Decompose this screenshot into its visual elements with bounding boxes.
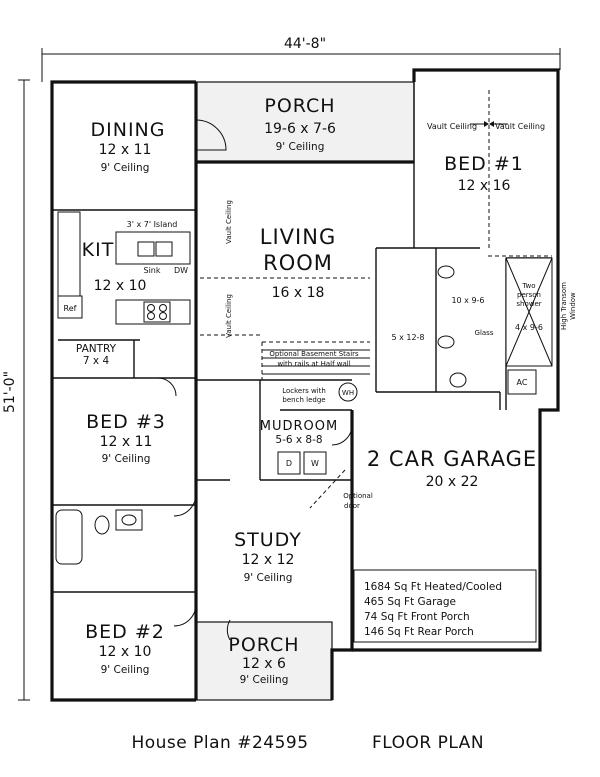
master-sink-icon-2 bbox=[437, 335, 455, 349]
door-swings bbox=[157, 119, 353, 641]
master-sink-icon bbox=[437, 265, 455, 279]
transom-window-line2: Window bbox=[569, 292, 577, 320]
shower-line1: Two bbox=[521, 282, 535, 290]
living-vault-2: Vault Ceiling bbox=[225, 294, 233, 338]
dimension-lines bbox=[18, 48, 561, 701]
shower-size: 4 x 9-6 bbox=[515, 323, 543, 332]
pantry-name: PANTRY bbox=[76, 343, 117, 355]
bed1-vault-left: Vault Ceiling bbox=[427, 122, 477, 131]
kitchen-name: KIT bbox=[82, 239, 115, 261]
mudroom-name: MUDROOM bbox=[260, 419, 338, 434]
bed3-size: 12 x 11 bbox=[100, 434, 153, 450]
living-name-line1: LIVING bbox=[260, 225, 336, 249]
shower-icon bbox=[505, 257, 553, 367]
exterior-walls bbox=[50, 68, 560, 702]
shower-line3: shower bbox=[516, 300, 541, 308]
bathtub-icon bbox=[55, 509, 83, 565]
kitchen-island-label: 3' x 7' Island bbox=[127, 220, 178, 229]
stat-heated: 1684 Sq Ft Heated/Cooled bbox=[364, 581, 502, 593]
transom-window-line1: High Transom bbox=[560, 282, 568, 330]
rear-porch-name: PORCH bbox=[228, 634, 299, 656]
glass-label: Glass bbox=[475, 329, 494, 337]
dryer-icon bbox=[277, 451, 301, 475]
bed1-vault-right: Vault Ceiling bbox=[495, 122, 545, 131]
living-vault-1: Vault Ceiling bbox=[225, 200, 233, 244]
study-name: STUDY bbox=[234, 529, 302, 551]
stairs-line1: Optional Basement Stairs bbox=[269, 350, 359, 358]
sink-basin bbox=[137, 241, 155, 257]
sink-basin-2 bbox=[155, 241, 173, 257]
stair-treads bbox=[262, 349, 370, 375]
living-name-line2: ROOM bbox=[263, 251, 333, 275]
dining-size: 12 x 11 bbox=[99, 142, 152, 158]
kitchen-dw-label: DW bbox=[174, 266, 188, 275]
plan-number: House Plan #24595 bbox=[131, 733, 308, 753]
stairs-line2: with rails at Half wall bbox=[277, 360, 350, 368]
kitchen-sink-label: Sink bbox=[143, 266, 160, 275]
study-ceiling: 9' Ceiling bbox=[244, 572, 293, 584]
bed3-name: BED #3 bbox=[86, 411, 166, 433]
dryer-label: D bbox=[286, 459, 292, 468]
bed1-size: 12 x 16 bbox=[458, 178, 511, 194]
porch-front-size: 19-6 x 7-6 bbox=[264, 121, 336, 137]
plan-type: FLOOR PLAN bbox=[372, 733, 484, 753]
ac-unit bbox=[507, 369, 537, 395]
dining-name: DINING bbox=[91, 119, 166, 141]
lockers-line1: Lockers with bbox=[282, 387, 326, 395]
optional-door-line2: door bbox=[344, 502, 360, 510]
overall-depth-label: 51'-0" bbox=[2, 371, 18, 413]
vanity-basin bbox=[121, 514, 137, 526]
bed2-size: 12 x 10 bbox=[99, 644, 152, 660]
closet-size: 5 x 12-8 bbox=[391, 333, 424, 342]
rear-porch-ceiling: 9' Ceiling bbox=[240, 674, 289, 686]
washer-label: W bbox=[311, 459, 319, 468]
interior-walls bbox=[52, 82, 552, 593]
refrigerator bbox=[57, 295, 83, 319]
overall-width-label: 44'-8" bbox=[284, 36, 326, 52]
rear-porch-area bbox=[195, 621, 333, 701]
shower-line2: person bbox=[517, 291, 541, 299]
range-icon bbox=[143, 301, 171, 323]
porch-front-ceiling: 9' Ceiling bbox=[276, 141, 325, 153]
garage-name: 2 CAR GARAGE bbox=[367, 447, 537, 471]
wh-label: WH bbox=[342, 389, 354, 397]
bed2-name: BED #2 bbox=[85, 621, 165, 643]
lockers-line2: bench ledge bbox=[282, 396, 325, 404]
rear-porch-size: 12 x 6 bbox=[242, 656, 286, 672]
washer-icon bbox=[303, 451, 327, 475]
stats-box bbox=[353, 569, 537, 643]
ref-label: Ref bbox=[64, 304, 77, 313]
vault-arrows bbox=[470, 121, 508, 127]
bed2-ceiling: 9' Ceiling bbox=[101, 664, 150, 676]
stat-front-porch: 74 Sq Ft Front Porch bbox=[364, 611, 470, 623]
dining-ceiling: 9' Ceiling bbox=[101, 162, 150, 174]
bed1-name: BED #1 bbox=[444, 153, 524, 175]
master-toilet-icon bbox=[449, 372, 467, 388]
ac-label: AC bbox=[517, 378, 528, 387]
stat-garage: 465 Sq Ft Garage bbox=[364, 596, 456, 608]
bath-main-size: 10 x 9-6 bbox=[451, 296, 484, 305]
water-heater-icon bbox=[338, 382, 358, 402]
toilet-icon bbox=[94, 515, 110, 535]
study-size: 12 x 12 bbox=[242, 552, 295, 568]
bed3-ceiling: 9' Ceiling bbox=[102, 453, 151, 465]
pantry-size: 7 x 4 bbox=[83, 355, 110, 367]
mudroom-size: 5-6 x 8-8 bbox=[275, 434, 322, 446]
kitchen-counter bbox=[57, 211, 81, 299]
stat-rear-porch: 146 Sq Ft Rear Porch bbox=[364, 626, 474, 638]
living-size: 16 x 18 bbox=[272, 285, 325, 301]
optional-door-line1: Optional bbox=[343, 492, 373, 500]
garage-size: 20 x 22 bbox=[426, 474, 479, 490]
porch-front-name: PORCH bbox=[264, 95, 335, 117]
kitchen-size: 12 x 10 bbox=[94, 278, 147, 294]
